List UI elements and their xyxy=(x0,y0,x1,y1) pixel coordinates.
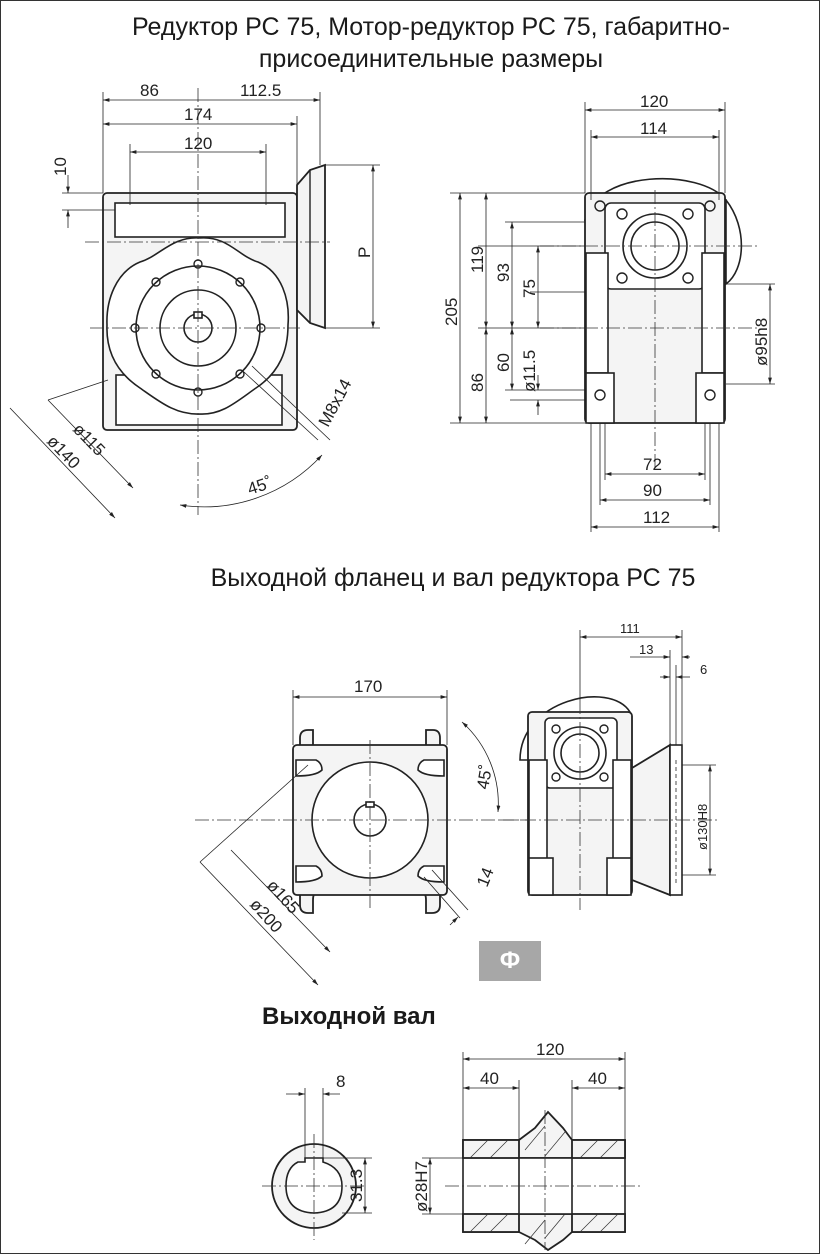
rib xyxy=(528,759,548,861)
flange-dim-111: 111 xyxy=(620,621,640,636)
flange-dim-phi130h8: ø130H8 xyxy=(695,804,710,850)
flange-hole xyxy=(682,208,694,220)
flange-hole xyxy=(616,208,628,220)
side-dim-205: 205 xyxy=(442,298,461,326)
dim-10: 10 xyxy=(51,157,70,176)
side-dim-120: 120 xyxy=(640,92,668,111)
motor-flange xyxy=(296,163,326,330)
shaft-section-view: 8 31.3 xyxy=(262,1040,640,1252)
hub-bottom xyxy=(518,1213,573,1252)
foot-right xyxy=(695,372,725,424)
rib xyxy=(612,759,632,861)
flange-dim-6: 6 xyxy=(700,662,707,677)
side-dim-112: 112 xyxy=(643,508,670,527)
foot-hole xyxy=(704,389,716,401)
hole xyxy=(599,724,609,734)
side-dim-93: 93 xyxy=(494,263,513,282)
bolt-hole xyxy=(235,369,245,379)
shaft-section-title: Выходной вал xyxy=(262,1003,436,1030)
main-title-line2: присоединительные размеры xyxy=(258,45,604,73)
slot xyxy=(295,759,323,777)
dim-112-5: 112.5 xyxy=(240,81,281,100)
hole xyxy=(551,724,561,734)
flange-section-title: Выходной фланец и вал редуктора РС 75 xyxy=(210,564,696,592)
flange-dim-angle45: 45˚ xyxy=(473,763,496,791)
side-dim-60: 60 xyxy=(494,353,513,372)
body-top-band xyxy=(114,202,286,238)
dim-86: 86 xyxy=(140,81,159,100)
shaft-dim-8: 8 xyxy=(336,1072,345,1091)
side-dim-72: 72 xyxy=(643,455,662,474)
flange-side-view: 111 13 6 ø130H8 xyxy=(500,621,720,910)
foot-hole xyxy=(594,389,606,401)
shaft-dim-phi28h7: ø28H7 xyxy=(412,1161,431,1212)
phi-badge[interactable]: Ф xyxy=(479,941,541,981)
slot xyxy=(417,759,445,777)
foot xyxy=(528,857,554,896)
side-dim-114: 114 xyxy=(640,119,667,138)
bolt-hole xyxy=(235,277,245,287)
side-dim-phi11-5: ø11.5 xyxy=(520,350,539,392)
side-dim-phi95h8: ø95h8 xyxy=(752,318,771,366)
dim-p: P xyxy=(355,247,374,258)
bolt-hole xyxy=(151,369,161,379)
shaft-dim-120: 120 xyxy=(536,1040,564,1059)
front-view: 86 112.5 174 120 10 P ø115 ø140 M8x14 45… xyxy=(9,81,380,519)
flange-front-view: 170 45˚ ø165 ø200 14 xyxy=(195,677,540,986)
flange-dim-14: 14 xyxy=(473,865,498,890)
foot-left xyxy=(585,372,615,424)
dim-angle45: 45˚ xyxy=(245,473,274,499)
dim-174: 174 xyxy=(184,105,212,124)
side-dim-75: 75 xyxy=(520,279,539,298)
shaft-dim-31-3: 31.3 xyxy=(347,1169,366,1202)
dim-m8x14: M8x14 xyxy=(315,376,356,430)
shaft-dim-40-left: 40 xyxy=(480,1069,499,1088)
side-rib-right xyxy=(701,252,725,374)
flange-dim-13: 13 xyxy=(639,642,653,657)
flange-hole xyxy=(616,272,628,284)
slot xyxy=(295,865,323,883)
hub-top xyxy=(518,1110,573,1159)
corner-hole xyxy=(704,200,716,212)
bolt-hole xyxy=(151,277,161,287)
side-dim-119: 119 xyxy=(468,246,487,273)
hole xyxy=(551,772,561,782)
corner-hole xyxy=(594,200,606,212)
foot xyxy=(606,857,632,896)
side-view: 120 114 205 119 93 75 86 60 ø11.5 ø95h8 xyxy=(442,92,775,532)
flange-dim-170: 170 xyxy=(354,677,382,696)
side-dim-90: 90 xyxy=(643,481,662,500)
side-dim-86: 86 xyxy=(468,373,487,392)
hole xyxy=(599,772,609,782)
section-hatching xyxy=(462,1110,626,1252)
side-rib-left xyxy=(585,252,609,374)
flange-hole xyxy=(682,272,694,284)
shaft-dim-40-right: 40 xyxy=(588,1069,607,1088)
dim-120: 120 xyxy=(184,134,212,153)
main-title-line1: Редуктор РС 75, Мотор-редуктор РС 75, га… xyxy=(131,13,731,41)
